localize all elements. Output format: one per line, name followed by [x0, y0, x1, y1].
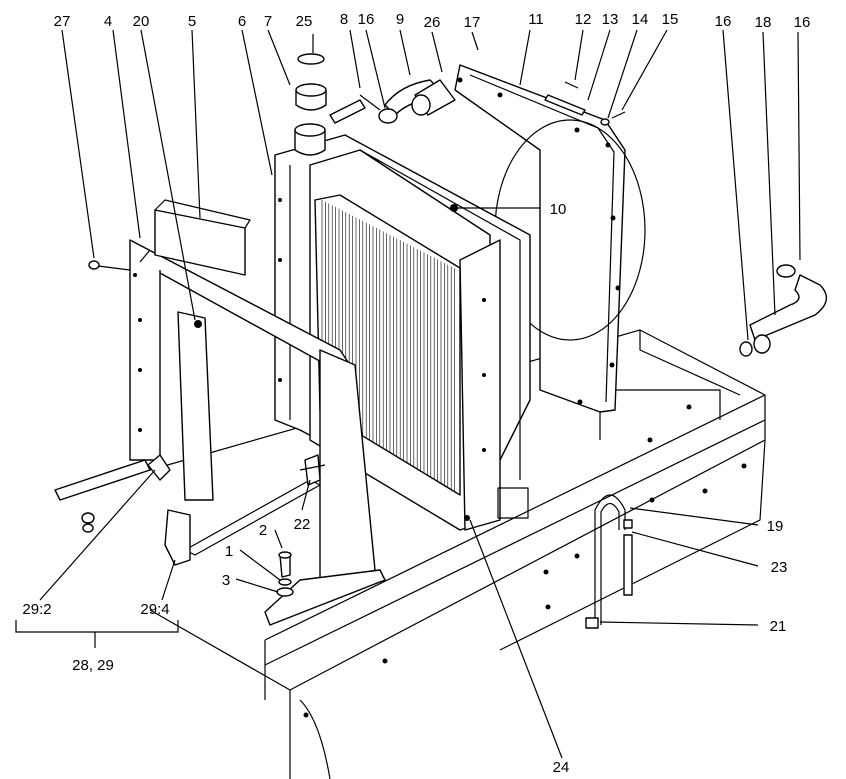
bolt-washer-set [276, 551, 294, 597]
callout-3: 3 [222, 572, 230, 589]
callout-8: 8 [340, 11, 348, 28]
callout-27: 27 [54, 13, 71, 30]
callout-20: 20 [133, 13, 150, 30]
callout-6: 6 [238, 13, 246, 30]
left-support-bracket [54, 199, 386, 626]
callout-13: 13 [602, 11, 619, 28]
callout-28-29: 28, 29 [72, 657, 114, 674]
callout-21: 21 [770, 618, 787, 635]
callout-16-lower-left: 16 [715, 13, 732, 30]
callout-14: 14 [632, 11, 649, 28]
chassis-frame [149, 329, 766, 779]
callout-17: 17 [464, 14, 481, 31]
callout-15: 15 [662, 11, 679, 28]
drain-valve [299, 454, 326, 486]
callout-26: 26 [424, 14, 441, 31]
callout-16-lower-right: 16 [794, 14, 811, 31]
callout-29-2: 29:2 [22, 601, 51, 618]
callout-22: 22 [294, 516, 311, 533]
callout-16-upper: 16 [358, 11, 375, 28]
callout-25: 25 [296, 13, 313, 30]
mounting-hardware-top-right [544, 81, 626, 126]
callout-19: 19 [767, 518, 784, 535]
upper-hose-assembly [329, 79, 456, 124]
callout-10: 10 [550, 201, 567, 218]
callout-4: 4 [104, 13, 112, 30]
callout-labels: 27 4 20 5 6 7 25 8 16 9 26 17 11 12 13 1… [22, 11, 810, 776]
callout-18: 18 [755, 14, 772, 31]
callout-9: 9 [396, 11, 404, 28]
callout-12: 12 [575, 11, 592, 28]
fan-shroud [454, 64, 646, 413]
callout-2: 2 [259, 522, 267, 539]
callout-29-4: 29:4 [140, 601, 169, 618]
callout-23: 23 [771, 559, 788, 576]
lower-hose-assembly [739, 264, 828, 357]
callout-7: 7 [264, 13, 272, 30]
callout-leader-lines [15, 29, 801, 759]
callout-11: 11 [528, 11, 544, 28]
overflow-tube [585, 494, 633, 629]
callout-24: 24 [553, 759, 570, 776]
radiator-cap-assembly [294, 53, 327, 156]
callout-5: 5 [188, 13, 196, 30]
callout-1: 1 [225, 543, 233, 560]
